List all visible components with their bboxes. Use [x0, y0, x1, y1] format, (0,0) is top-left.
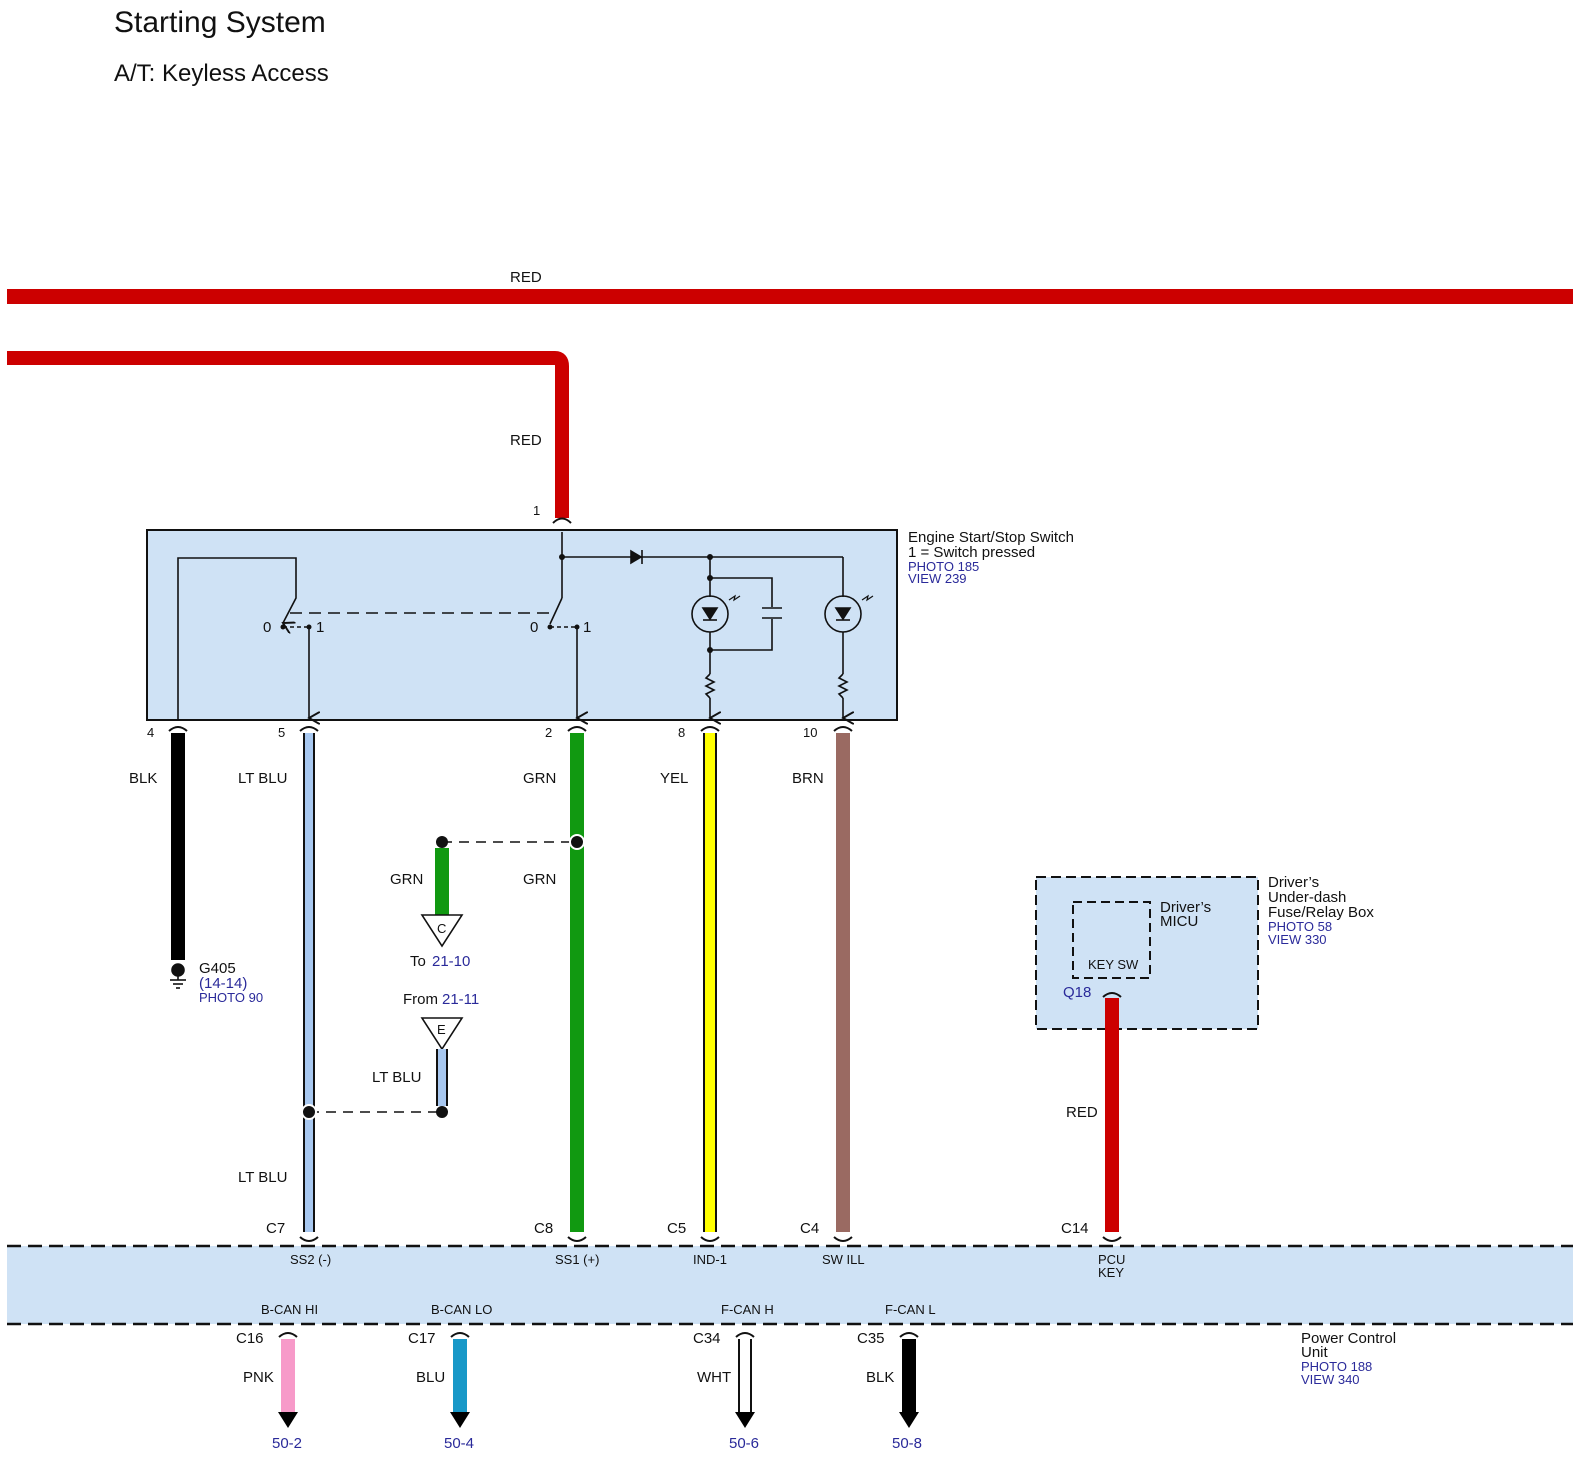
- page-title: Starting System: [114, 6, 326, 39]
- pcu-signal-bcan-lo: B-CAN LO: [431, 1302, 492, 1317]
- connector-e-letter: E: [437, 1022, 446, 1037]
- wire-label-lt-blu-branch: LT BLU: [372, 1069, 421, 1086]
- wire-label-yel: YEL: [660, 770, 688, 787]
- pcu-pin-c5: C5: [667, 1220, 686, 1237]
- wire-label-brn: BRN: [792, 770, 824, 787]
- switch-pin-10: 10: [803, 725, 817, 740]
- wire-label-blk-fcan: BLK: [866, 1369, 894, 1386]
- wire-label-grn: GRN: [523, 770, 556, 787]
- pcu-pin-c8: C8: [534, 1220, 553, 1237]
- wire-label-red-feed: RED: [510, 432, 542, 449]
- ref-50-6-link[interactable]: 50-6: [729, 1435, 759, 1452]
- page-subtitle: A/T: Keyless Access: [114, 60, 329, 87]
- wire-red-bus: [7, 289, 1573, 304]
- from-ref-link[interactable]: 21-11: [442, 991, 479, 1008]
- contact-a-pos0: 0: [263, 619, 271, 636]
- pcu-pin-c17: C17: [408, 1330, 436, 1347]
- arrow-down-icon: [450, 1412, 470, 1428]
- switch-view-link[interactable]: VIEW 239: [908, 571, 967, 586]
- contact-b-pos1: 1: [583, 619, 591, 636]
- wire-label-lt-blu-lower: LT BLU: [238, 1169, 287, 1186]
- arrow-down-icon: [899, 1412, 919, 1428]
- wire-red-feed: [7, 351, 569, 518]
- connector-c-letter: C: [437, 921, 446, 936]
- key-sw-label: KEY SW: [1088, 957, 1139, 972]
- fuse-box-line3: Fuse/Relay Box: [1268, 904, 1374, 921]
- connector-e-triangle: [420, 1017, 464, 1051]
- pcu-pin-c16: C16: [236, 1330, 264, 1347]
- switch-internal-circuit: [177, 532, 874, 720]
- ref-50-8-link[interactable]: 50-8: [892, 1435, 922, 1452]
- to-ref-link[interactable]: 21-10: [432, 953, 470, 970]
- wire-label-blk: BLK: [129, 770, 157, 787]
- ground-ref-link[interactable]: (14-14): [199, 975, 247, 992]
- fuse-box-photo-link[interactable]: PHOTO 58: [1268, 919, 1332, 934]
- arrow-down-icon: [278, 1412, 298, 1428]
- contact-a-pos1: 1: [316, 619, 324, 636]
- switch-pin-8: 8: [678, 725, 685, 740]
- connector-q18-link[interactable]: Q18: [1063, 984, 1091, 1001]
- wire-label-blu: BLU: [416, 1369, 445, 1386]
- pcu-name-line1: Power Control: [1301, 1330, 1396, 1347]
- wire-label-grn-branch: GRN: [390, 871, 423, 888]
- wire-label-red-bus: RED: [510, 269, 542, 286]
- pcu-pin-c34: C34: [693, 1330, 721, 1347]
- switch-note: 1 = Switch pressed: [908, 544, 1035, 561]
- pcu-pin-c14: C14: [1061, 1220, 1089, 1237]
- ref-50-2-link[interactable]: 50-2: [272, 1435, 302, 1452]
- fuse-box-view-link[interactable]: VIEW 330: [1268, 932, 1327, 947]
- pcu-signal-ss1: SS1 (+): [555, 1252, 599, 1267]
- pcu-view-link[interactable]: VIEW 340: [1301, 1372, 1360, 1387]
- pcu-signal-ind1: IND-1: [693, 1252, 727, 1267]
- pcu-pin-c35: C35: [857, 1330, 885, 1347]
- wire-label-grn-lower: GRN: [523, 871, 556, 888]
- arrow-down-icon: [735, 1412, 755, 1428]
- ground-icon: [170, 963, 186, 989]
- switch-pin-1: 1: [533, 503, 540, 518]
- contact-b-pos0: 0: [530, 619, 538, 636]
- ground-name: G405: [199, 960, 236, 977]
- ground-photo-link[interactable]: PHOTO 90: [199, 990, 263, 1005]
- switch-pin-5: 5: [278, 725, 285, 740]
- switch-photo-link[interactable]: PHOTO 185: [908, 559, 979, 574]
- to-label: To: [410, 953, 426, 970]
- fuse-box-line1: Driver’s: [1268, 874, 1319, 891]
- pcu-signal-bcan-hi: B-CAN HI: [261, 1302, 318, 1317]
- wire-label-red-key: RED: [1066, 1104, 1098, 1121]
- ref-50-4-link[interactable]: 50-4: [444, 1435, 474, 1452]
- wire-label-wht: WHT: [697, 1369, 731, 1386]
- micu-line2: MICU: [1160, 913, 1198, 930]
- wire-label-lt-blu: LT BLU: [238, 770, 287, 787]
- switch-name: Engine Start/Stop Switch: [908, 529, 1074, 546]
- switch-pin-4: 4: [147, 725, 154, 740]
- pcu-name-line2: Unit: [1301, 1344, 1329, 1361]
- pcu-signal-key: KEY: [1098, 1265, 1124, 1280]
- wire-label-pnk: PNK: [243, 1369, 274, 1386]
- pcu-signal-ss2: SS2 (-): [290, 1252, 331, 1267]
- pcu-signal-fcan-l: F-CAN L: [885, 1302, 936, 1317]
- connector-c-triangle: [420, 914, 464, 948]
- pcu-pin-c4: C4: [800, 1220, 819, 1237]
- from-label: From: [403, 991, 438, 1008]
- switch-pin-2: 2: [545, 725, 552, 740]
- fuse-box-line2: Under-dash: [1268, 889, 1346, 906]
- micu-line1: Driver’s: [1160, 899, 1211, 916]
- pcu-signal-fcan-h: F-CAN H: [721, 1302, 774, 1317]
- pcu-band: [7, 1246, 1573, 1324]
- pcu-pin-c7: C7: [266, 1220, 285, 1237]
- pcu-signal-pcu: PCU: [1098, 1252, 1125, 1267]
- pcu-photo-link[interactable]: PHOTO 188: [1301, 1359, 1372, 1374]
- pcu-signal-sw-ill: SW ILL: [822, 1252, 865, 1267]
- micu-box: [1072, 901, 1151, 979]
